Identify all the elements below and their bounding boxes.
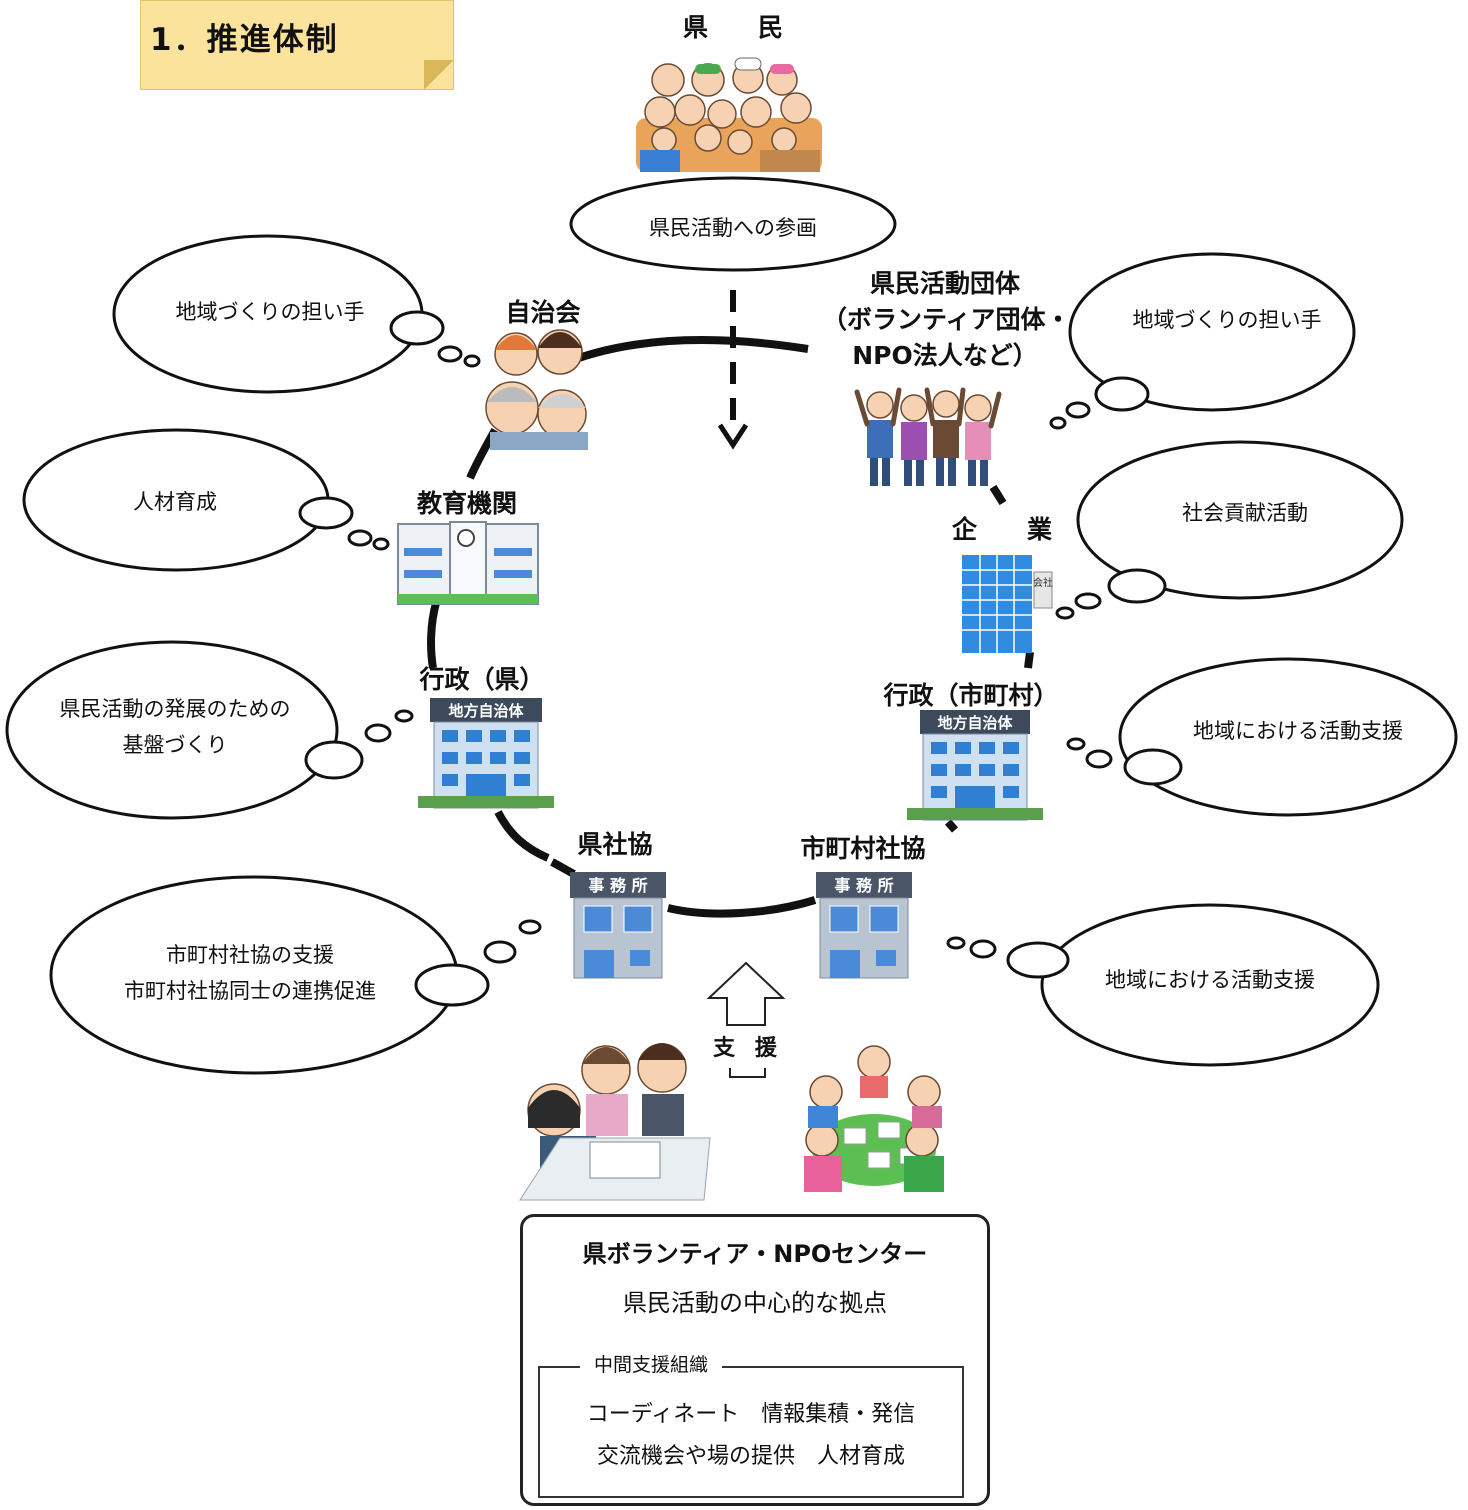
volunteer-group-illustration [854, 387, 1002, 486]
participation-text: 県民活動への参画 [649, 216, 817, 240]
node-civic-groups-line2: （ボランティア団体・ [822, 305, 1071, 334]
bubble-dantai [1068, 252, 1356, 412]
company-sign-1: 会社 [1033, 576, 1053, 589]
municipal-sign: 地方自治体 [937, 714, 1013, 732]
center-subtitle: 県民活動の中心的な拠点 [623, 1289, 887, 1317]
citizens-illustration [636, 57, 822, 172]
school-illustration [397, 521, 539, 605]
bubble-text-municipal-council: 地域における活動支援 [1105, 968, 1315, 992]
neighborhood-association-illustration [485, 329, 588, 450]
node-neighborhood-association: 自治会 [505, 298, 581, 327]
company-illustration: 会社 [962, 555, 1053, 653]
bubble-gyousei-shichouson [1118, 657, 1458, 817]
bubble-text-education: 人材育成 [133, 490, 217, 514]
bubble-kigyou [1076, 440, 1404, 600]
bubbles [5, 176, 1458, 1075]
citizens-label: 県 民 [682, 13, 783, 42]
consultation-illustration [519, 1043, 711, 1201]
page-title: 1．推進体制 [150, 22, 339, 58]
bubble-top [569, 176, 897, 272]
office-sign-1: 事 務 所 [588, 876, 647, 895]
bubble-text-prefecture-line2: 基盤づくり [122, 733, 228, 757]
node-prefecture-government: 行政（県） [419, 665, 545, 694]
bubble-text-civic-groups: 地域づくりの担い手 [1132, 308, 1322, 332]
bubble-text-prefecture-line1: 県民活動の発展のための [59, 697, 291, 721]
group-discussion-illustration [804, 1045, 944, 1192]
prefectural-council-office-illustration: 事 務 所 [570, 872, 666, 979]
center-roles-line2: 交流機会や場の提供 人材育成 [596, 1444, 905, 1469]
note-fold [424, 60, 454, 90]
bubble-text-company: 社会貢献活動 [1182, 501, 1308, 525]
prefecture-sign: 地方自治体 [448, 702, 524, 720]
node-civic-groups-line3: NPO法人など） [852, 341, 1038, 370]
cycle-arc [427, 336, 1034, 918]
office-sign-2: 事 務 所 [834, 876, 893, 895]
intermediate-support-box [538, 1366, 964, 1498]
participation-arrow [717, 290, 749, 450]
node-prefectural-council: 県社協 [577, 830, 653, 859]
support-arrow [706, 961, 786, 1078]
intermediate-support-legend: 中間支援組織 [580, 1350, 723, 1377]
node-municipal-government: 行政（市町村） [883, 681, 1059, 710]
bubble-text-municipal-government: 地域における活動支援 [1193, 719, 1403, 743]
bubble-text-prefectural-council-line2: 市町村社協同士の連携促進 [124, 979, 376, 1003]
municipal-council-office-illustration: 事 務 所 [816, 872, 912, 979]
center-title: 県ボランティア・NPOセンター [582, 1240, 928, 1268]
heading-note [140, 0, 454, 90]
bubble-text-prefectural-council-line1: 市町村社協の支援 [166, 943, 334, 967]
bubble-text-neighborhood: 地域づくりの担い手 [175, 300, 365, 324]
municipal-office-illustration: 地方自治体 [907, 710, 1043, 821]
support-label: 支 援 [713, 1036, 783, 1061]
node-municipal-council: 市町村社協 [800, 834, 926, 863]
center-roles-line1: コーディネート 情報集積・発信 [586, 1402, 916, 1427]
prefecture-office-illustration: 地方自治体 [418, 698, 554, 809]
node-company: 企 業 [951, 515, 1052, 544]
bubble-shichouson-shakyou [1040, 903, 1380, 1067]
node-civic-groups-line1: 県民活動団体 [869, 269, 1020, 298]
node-education: 教育機関 [416, 489, 517, 518]
bubble-gyousei-ken [5, 640, 339, 820]
